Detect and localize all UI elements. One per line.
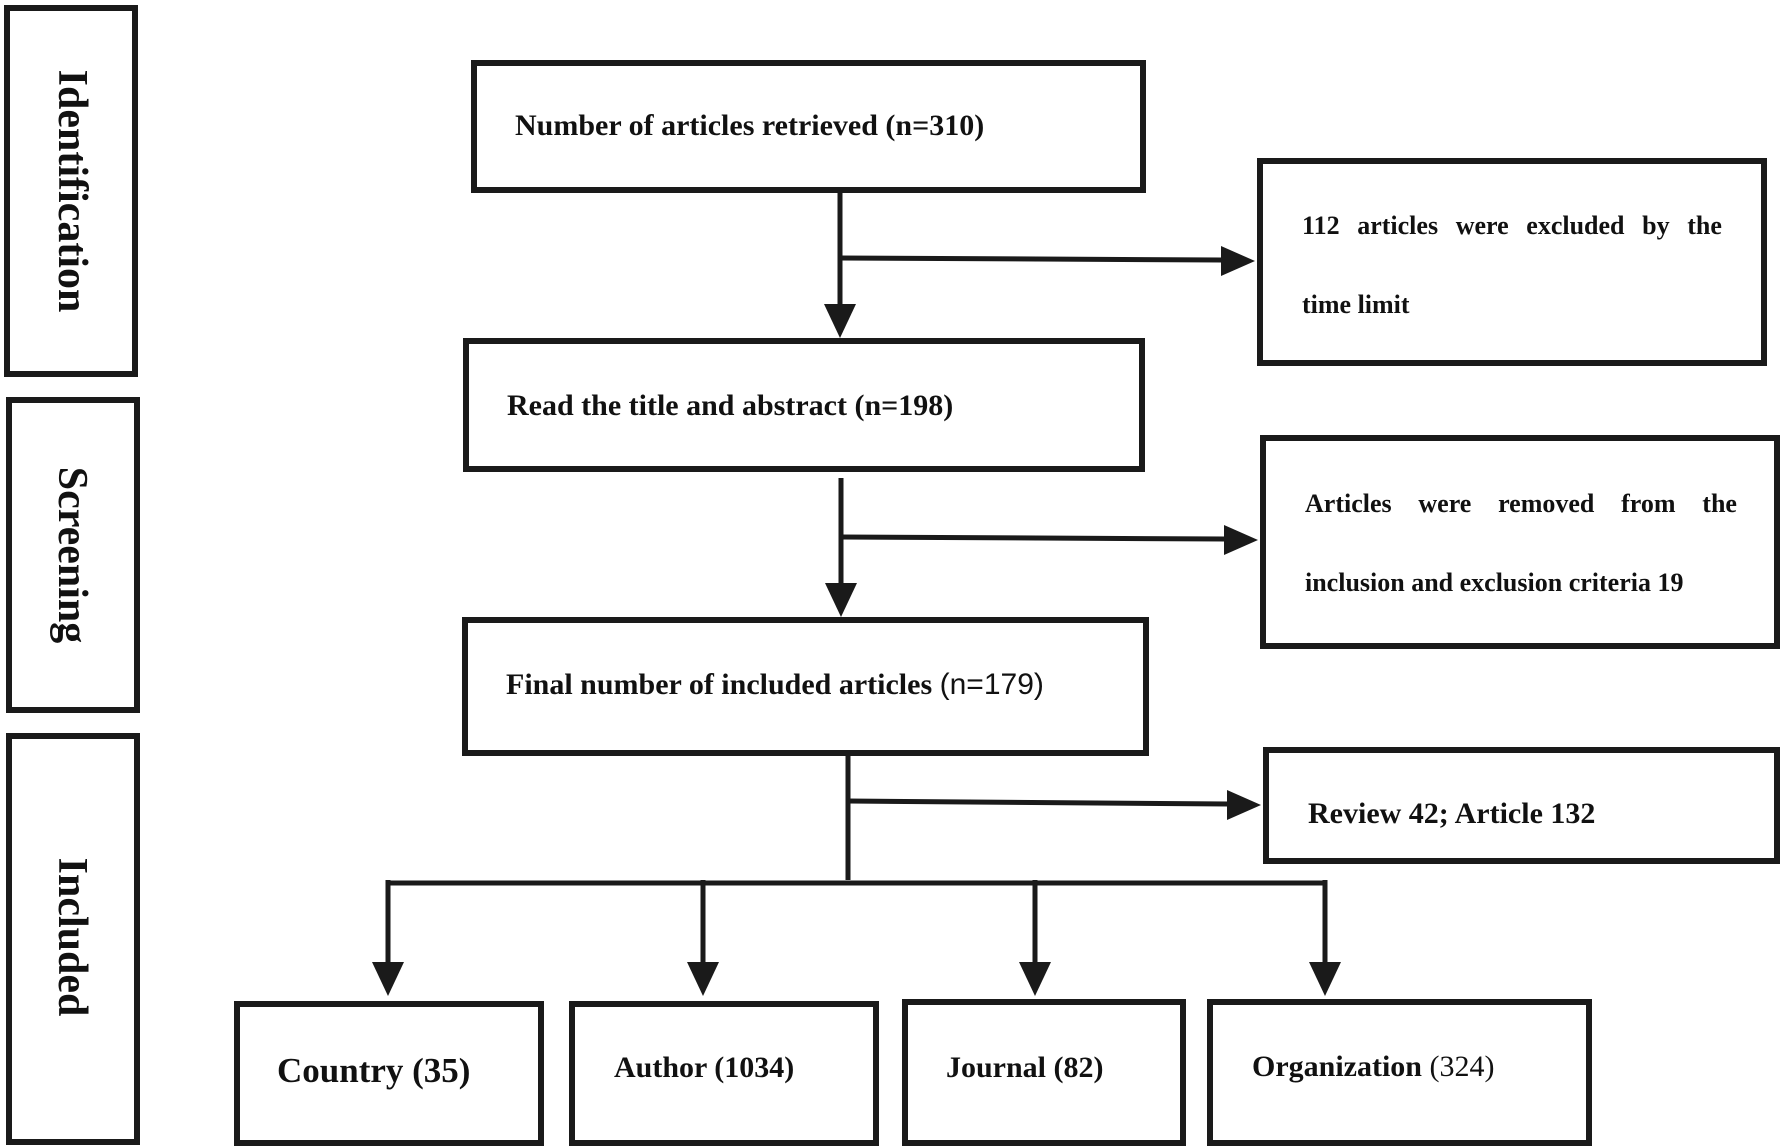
arrow-to-read [824,304,856,338]
organization-text: Organization (324) [1252,1052,1494,1082]
retrieved-box [471,60,1146,193]
read-text: Read the title and abstract (n=198) [507,389,954,422]
arrow-to-country [372,962,404,996]
organization-count: (324) [1422,1050,1495,1083]
connector-read-side [840,534,1226,542]
connector-final-side [847,798,1229,807]
final-text-label: Final number of included articles [506,668,940,701]
country-text: Country (35) [277,1051,471,1090]
stage-included-box [6,733,140,1145]
stage-identification-label: Identification [49,69,95,313]
excluded-time-box [1257,158,1767,366]
author-text: Author (1034) [614,1051,795,1084]
excluded-time-line2: time limit [1302,290,1410,319]
arrow-to-journal [1019,962,1051,996]
arrow-to-final [825,583,857,617]
arrow-to-author [687,962,719,996]
country-box [234,1001,544,1146]
removed-criteria-box [1260,435,1780,649]
removed-criteria-line2: inclusion and exclusion criteria 19 [1305,568,1684,597]
organization-label: Organization [1252,1050,1422,1083]
review-article-text: Review 42; Article 132 [1308,797,1596,830]
read-box [463,338,1145,472]
final-box [462,617,1149,756]
removed-criteria-line1: Articles were removed from the [1305,489,1737,518]
final-text: Final number of included articles (n=179… [506,670,1044,700]
final-text-count: (n=179) [939,668,1044,701]
journal-box [902,999,1186,1146]
retrieved-text: Number of articles retrieved (n=310) [515,109,985,142]
arrow-to-review-article [1227,790,1261,820]
arrow-to-organization [1309,962,1341,996]
connector-retrieved-side [839,255,1223,263]
author-box [569,1001,879,1146]
organization-box [1207,999,1592,1146]
arrow-to-excluded-time [1221,246,1255,276]
excluded-time-line1: 112 articles were excluded by the [1302,211,1722,240]
journal-text: Journal (82) [946,1051,1104,1084]
review-article-box [1263,747,1780,864]
stage-screening-box [6,397,140,713]
stage-included-label: Included [49,857,95,1017]
stage-screening-label: Screening [49,466,95,644]
stage-identification-box [4,5,138,377]
arrow-to-removed-criteria [1224,525,1258,555]
